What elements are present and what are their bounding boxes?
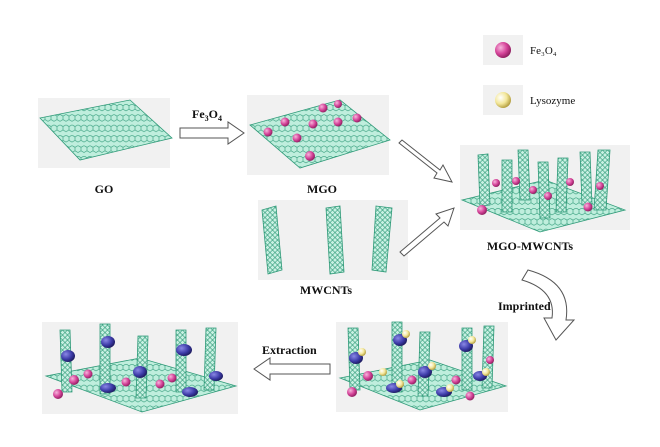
fe3o4-particle — [363, 371, 373, 381]
polymer-dome — [100, 383, 116, 393]
mwcnts-tubes — [258, 200, 408, 280]
fe3o4-particle — [155, 379, 165, 389]
legend: Fe₃O₄ Lysozyme — [483, 35, 575, 115]
fe3o4-particle — [486, 356, 494, 364]
go-graphene-sheet — [38, 98, 173, 168]
label-mgo-mwcnts: MGO-MWCNTs — [487, 239, 574, 253]
fe3o4-particle — [512, 177, 520, 185]
lysozyme-particle — [468, 336, 476, 344]
mgo-graphene-sheet — [247, 95, 391, 175]
fe3o4-particle — [121, 377, 131, 387]
label-fe3o4-step: Fe3O4 — [192, 107, 222, 123]
fe3o4-particle — [263, 127, 273, 137]
fe3o4-particle — [167, 373, 177, 383]
polymer-dome — [133, 366, 147, 378]
polymer-dome — [176, 344, 192, 356]
arrow-mwcnts-to-composite — [399, 207, 455, 257]
mgo-mwcnts-composite — [460, 145, 630, 233]
fe3o4-particle — [53, 389, 63, 399]
fe3o4-particle — [69, 375, 79, 385]
polymer-dome — [418, 366, 432, 378]
fe3o4-particle — [347, 387, 357, 397]
fe3o4-particle — [318, 103, 328, 113]
lysozyme-particle — [446, 384, 454, 392]
lysozyme-particle — [358, 348, 366, 356]
fe3o4-particle — [407, 375, 417, 385]
label-imprinted: Imprinted — [498, 299, 551, 313]
extracted-composite — [42, 322, 238, 414]
fe3o4-particle — [492, 179, 500, 187]
fe3o4-particle — [596, 182, 604, 190]
fe3o4-particle — [334, 100, 342, 108]
arrow-extraction — [253, 357, 331, 381]
legend-fe3o4-swatch — [495, 42, 511, 58]
lysozyme-particle — [402, 330, 410, 338]
fe3o4-particle — [583, 202, 593, 212]
lysozyme-particle — [396, 380, 404, 388]
fe3o4-particle — [280, 117, 290, 127]
imprinted-composite — [336, 321, 508, 412]
label-extraction: Extraction — [262, 343, 317, 357]
label-go: GO — [95, 182, 114, 196]
fe3o4-particle — [465, 391, 475, 401]
fe3o4-particle — [451, 375, 461, 385]
polymer-dome — [61, 350, 75, 362]
polymer-dome — [101, 336, 115, 348]
fe3o4-particle — [305, 151, 315, 161]
fe3o4-particle — [333, 117, 343, 127]
arrow-go-to-mgo — [179, 121, 245, 145]
legend-lysozyme-label: Lysozyme — [530, 95, 575, 107]
label-mwcnts: MWCNTs — [300, 283, 353, 297]
fe3o4-particle — [352, 113, 362, 123]
fe3o4-particle — [566, 178, 574, 186]
arrow-imprinted — [521, 269, 576, 341]
arrow-mgo-to-composite — [398, 139, 453, 183]
fe3o4-particle — [292, 133, 302, 143]
fe3o4-particle — [308, 119, 318, 129]
fe3o4-particle — [477, 205, 487, 215]
lysozyme-particle — [379, 368, 387, 376]
legend-fe3o4-label: Fe₃O₄ — [530, 45, 557, 57]
polymer-dome — [182, 387, 198, 397]
lysozyme-particle — [482, 368, 490, 376]
legend-lysozyme-swatch — [495, 92, 511, 108]
fe3o4-particle — [544, 192, 552, 200]
lysozyme-particle — [428, 362, 436, 370]
label-mgo: MGO — [307, 182, 337, 196]
fe3o4-particle — [83, 369, 93, 379]
fe3o4-particle — [529, 186, 537, 194]
polymer-dome — [209, 371, 223, 381]
